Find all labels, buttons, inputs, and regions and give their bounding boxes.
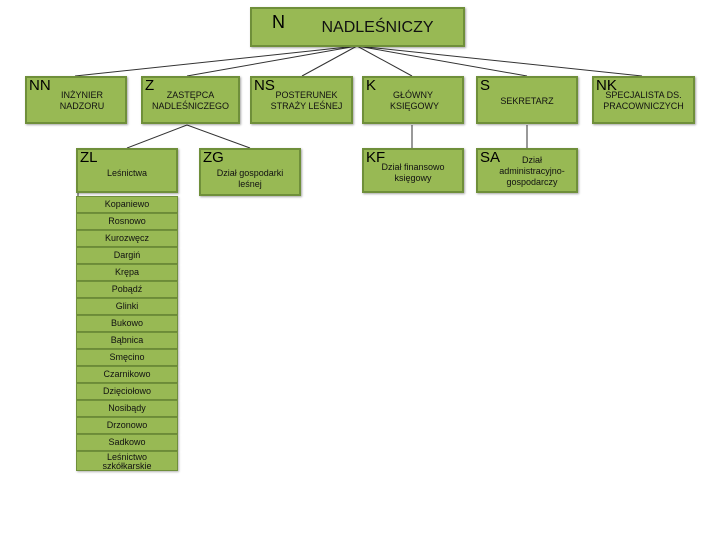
node-gospodarka-lesna: ZG Dział gospodarki leśnej: [199, 148, 301, 196]
forestry-item: Bąbnica: [76, 332, 178, 349]
forestry-item: Dargiń: [76, 247, 178, 264]
node-straz-lesna: NS POSTERUNEK STRAŻY LEŚNEJ: [250, 76, 353, 124]
node-code: K: [366, 77, 377, 94]
forestry-item: Nosibądy: [76, 400, 178, 417]
connector-z-zl: [126, 124, 188, 149]
forestry-item: Kurozwęcz: [76, 230, 178, 247]
node-specjalista: NK SPECJALISTA DS. PRACOWNICZYCH: [592, 76, 695, 124]
node-code: ZL: [80, 149, 98, 166]
connector-z-zg: [186, 124, 251, 149]
forestry-item: Bukowo: [76, 315, 178, 332]
node-code: S: [480, 77, 491, 94]
node-title: Leśnictwa: [106, 168, 148, 178]
node-title: Dział finansowo księgowy: [381, 162, 445, 183]
node-code: NK: [596, 77, 617, 94]
connector-n-s: [356, 45, 528, 77]
forestry-item: Pobądź: [76, 281, 178, 298]
forestry-item: Krępa: [76, 264, 178, 281]
connector-n-nk: [356, 45, 643, 77]
node-title: INŻYNIER NADZORU: [59, 90, 105, 111]
connector-n-nn: [74, 45, 358, 77]
node-code: NS: [254, 77, 275, 94]
connector-n-z: [186, 45, 358, 77]
node-code: Z: [145, 77, 155, 94]
forestry-item: Leśnictwo szkółkarskie: [76, 451, 178, 471]
node-nadlesniczy: N NADLEŚNICZY: [250, 7, 465, 47]
node-code: N: [272, 12, 285, 32]
node-code: ZG: [203, 149, 224, 166]
node-title: SPECJALISTA DS. PRACOWNICZYCH: [603, 90, 684, 111]
node-inzynier-nadzoru: NN INŻYNIER NADZORU: [25, 76, 127, 124]
node-title: POSTERUNEK STRAŻY LEŚNEJ: [270, 90, 343, 111]
node-code: NN: [29, 77, 51, 94]
node-sekretarz: S SEKRETARZ: [476, 76, 578, 124]
connector-n-ns: [301, 45, 358, 77]
node-code: SA: [480, 149, 501, 166]
node-zastepca: Z ZASTĘPCA NADLEŚNICZEGO: [141, 76, 240, 124]
node-title: SEKRETARZ: [500, 96, 554, 106]
forestry-item: Sadkowo: [76, 434, 178, 451]
forestry-item: Rosnowo: [76, 213, 178, 230]
node-title: Dział gospodarki leśnej: [216, 168, 284, 189]
node-title: Dział administracyjno-gospodarczy: [499, 155, 565, 187]
forestry-item: Smęcino: [76, 349, 178, 366]
forestry-item: Dzięciołowo: [76, 383, 178, 400]
node-title: NADLEŚNICZY: [321, 19, 434, 36]
node-title: GŁÓWNY KSIĘGOWY: [390, 90, 440, 111]
forestry-item: Kopaniewo: [76, 196, 178, 213]
forestry-item: Czarnikowo: [76, 366, 178, 383]
forestry-item: Glinki: [76, 298, 178, 315]
node-glowny-ksiegowy: K GŁÓWNY KSIĘGOWY: [362, 76, 464, 124]
node-administracyjno-gospodarczy: SA Dział administracyjno-gospodarczy: [476, 148, 578, 193]
node-code: KF: [366, 149, 386, 166]
node-lesnictwa: ZL Leśnictwa: [76, 148, 178, 193]
forestry-item: Drzonowo: [76, 417, 178, 434]
node-finansowo-ksiegowy: KF Dział finansowo księgowy: [362, 148, 464, 193]
connector-n-k: [356, 45, 413, 77]
node-title: ZASTĘPCA NADLEŚNICZEGO: [151, 90, 229, 111]
